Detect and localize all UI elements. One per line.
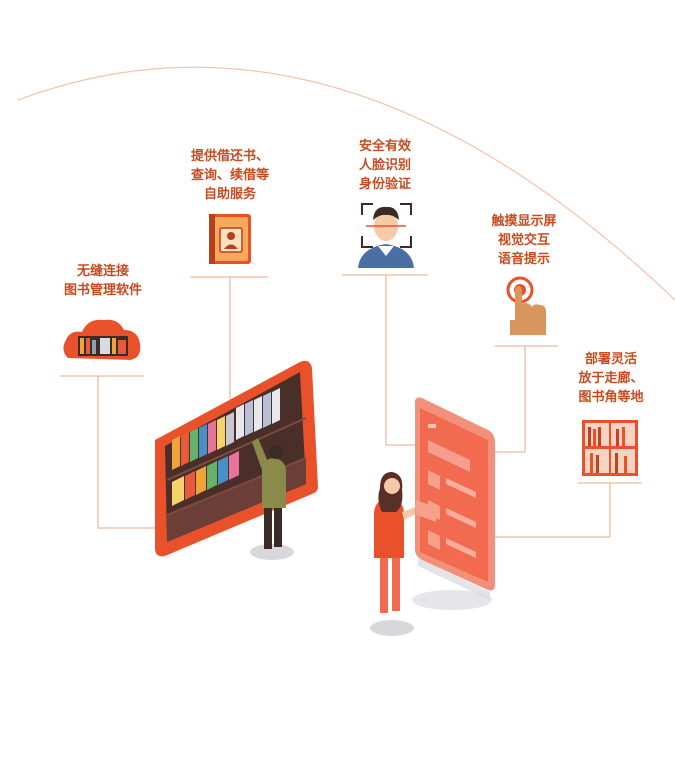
feature-label-book-line-1: 提供借还书、 — [190, 149, 269, 164]
touch-finger-icon — [506, 276, 546, 335]
connector-face — [385, 275, 420, 446]
connector-deploy — [495, 483, 611, 538]
feature-label-face-line-2: 人脸识别 — [358, 158, 411, 173]
feature-label-touch: 触摸显示屏 视觉交互 语音提示 — [476, 212, 572, 269]
feature-label-deploy-line-1: 部署灵活 — [584, 352, 637, 367]
feature-label-book: 提供借还书、 查询、续借等 自助服务 — [180, 147, 280, 204]
connector-touch — [488, 346, 526, 453]
feature-label-touch-line-3: 语音提示 — [497, 252, 550, 267]
bookshelf-icon — [582, 420, 638, 476]
feature-label-deploy: 部署灵活 放于走廊、 图书角等地 — [566, 350, 656, 407]
face-scan-icon — [358, 203, 414, 268]
feature-label-cloud-line-1: 无缝连接 — [76, 264, 129, 279]
background-arc — [17, 66, 675, 301]
cloud-library-icon — [63, 319, 141, 360]
phone-terminal-illustration — [370, 397, 495, 636]
bookshelf-terminal-illustration — [155, 360, 318, 560]
feature-label-face-line-1: 安全有效 — [358, 139, 411, 154]
id-book-icon — [209, 214, 251, 264]
feature-label-book-line-3: 自助服务 — [203, 187, 256, 202]
feature-label-touch-line-1: 触摸显示屏 — [491, 214, 557, 229]
feature-label-book-line-2: 查询、续借等 — [190, 168, 269, 183]
feature-label-cloud-line-2: 图书管理软件 — [63, 283, 142, 298]
connector-cloud — [97, 376, 160, 529]
feature-label-face-line-3: 身份验证 — [358, 177, 411, 192]
feature-label-touch-line-2: 视觉交互 — [497, 233, 550, 248]
feature-label-deploy-line-3: 图书角等地 — [578, 390, 644, 405]
feature-label-face: 安全有效 人脸识别 身份验证 — [340, 137, 430, 194]
feature-label-deploy-line-2: 放于走廊、 — [578, 371, 644, 386]
feature-label-cloud: 无缝连接 图书管理软件 — [48, 262, 158, 300]
